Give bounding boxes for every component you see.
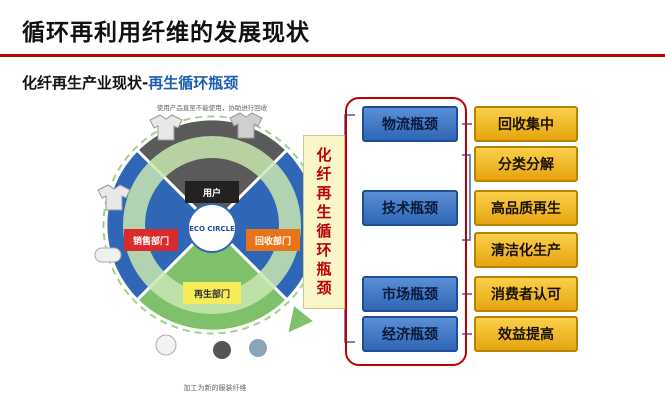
seg-box-top	[185, 181, 239, 203]
vertical-char: 颈	[316, 279, 332, 297]
bottleneck-logistics: 物流瓶颈	[362, 106, 458, 142]
solution-high-quality: 高品质再生	[474, 190, 578, 226]
vertical-char: 环	[316, 241, 332, 259]
title-rule	[0, 54, 665, 57]
center-logo	[187, 203, 237, 253]
vertical-char: 生	[316, 203, 332, 221]
vertical-char: 纤	[316, 165, 332, 183]
seg-box-right	[246, 229, 300, 251]
ring-caption-top: 使用产品直至不能使用，协助进行回收	[157, 103, 268, 112]
ring-arrow	[288, 306, 313, 333]
center-logo-text: ECO CIRCLE	[189, 225, 235, 233]
vertical-label: 化 纤 再 生 循 环 瓶 颈	[303, 135, 345, 309]
segment-label-user: 用户	[202, 187, 221, 199]
fiber-roll-icon	[94, 247, 267, 359]
seg-box-left	[124, 229, 178, 251]
solution-consumer-acceptance: 消费者认可	[474, 276, 578, 312]
vertical-char: 循	[316, 222, 332, 240]
ring-caption-bottom: 加工为新的服装纤维	[184, 383, 247, 392]
subtitle-highlight: 再生循环瓶颈	[148, 74, 239, 92]
segment-label-recycle: 回收部门	[255, 235, 291, 247]
solution-centralized-recycling: 回收集中	[474, 106, 578, 142]
bottleneck-technology: 技术瓶颈	[362, 190, 458, 226]
segment-label-regen: 再生部门	[194, 288, 230, 300]
seg-box-bottom	[183, 282, 241, 304]
solution-sorting: 分类分解	[474, 146, 578, 182]
slide-subtitle: 化纤再生产业现状-再生循环瓶颈	[22, 72, 238, 93]
segment-label-sales: 销售部门	[133, 235, 169, 247]
bottleneck-economy: 经济瓶颈	[362, 316, 458, 352]
subtitle-prefix: 化纤再生产业现状-	[22, 74, 149, 92]
slide-title: 循环再利用纤维的发展现状	[22, 20, 310, 46]
solution-clean-production: 清洁化生产	[474, 232, 578, 268]
vertical-char: 瓶	[316, 260, 332, 278]
bottleneck-frame	[345, 97, 467, 366]
vertical-char: 再	[316, 184, 332, 202]
tshirt-icon	[97, 112, 263, 211]
bottleneck-market: 市场瓶颈	[362, 276, 458, 312]
solution-efficiency: 效益提高	[474, 316, 578, 352]
vertical-char: 化	[316, 146, 332, 164]
